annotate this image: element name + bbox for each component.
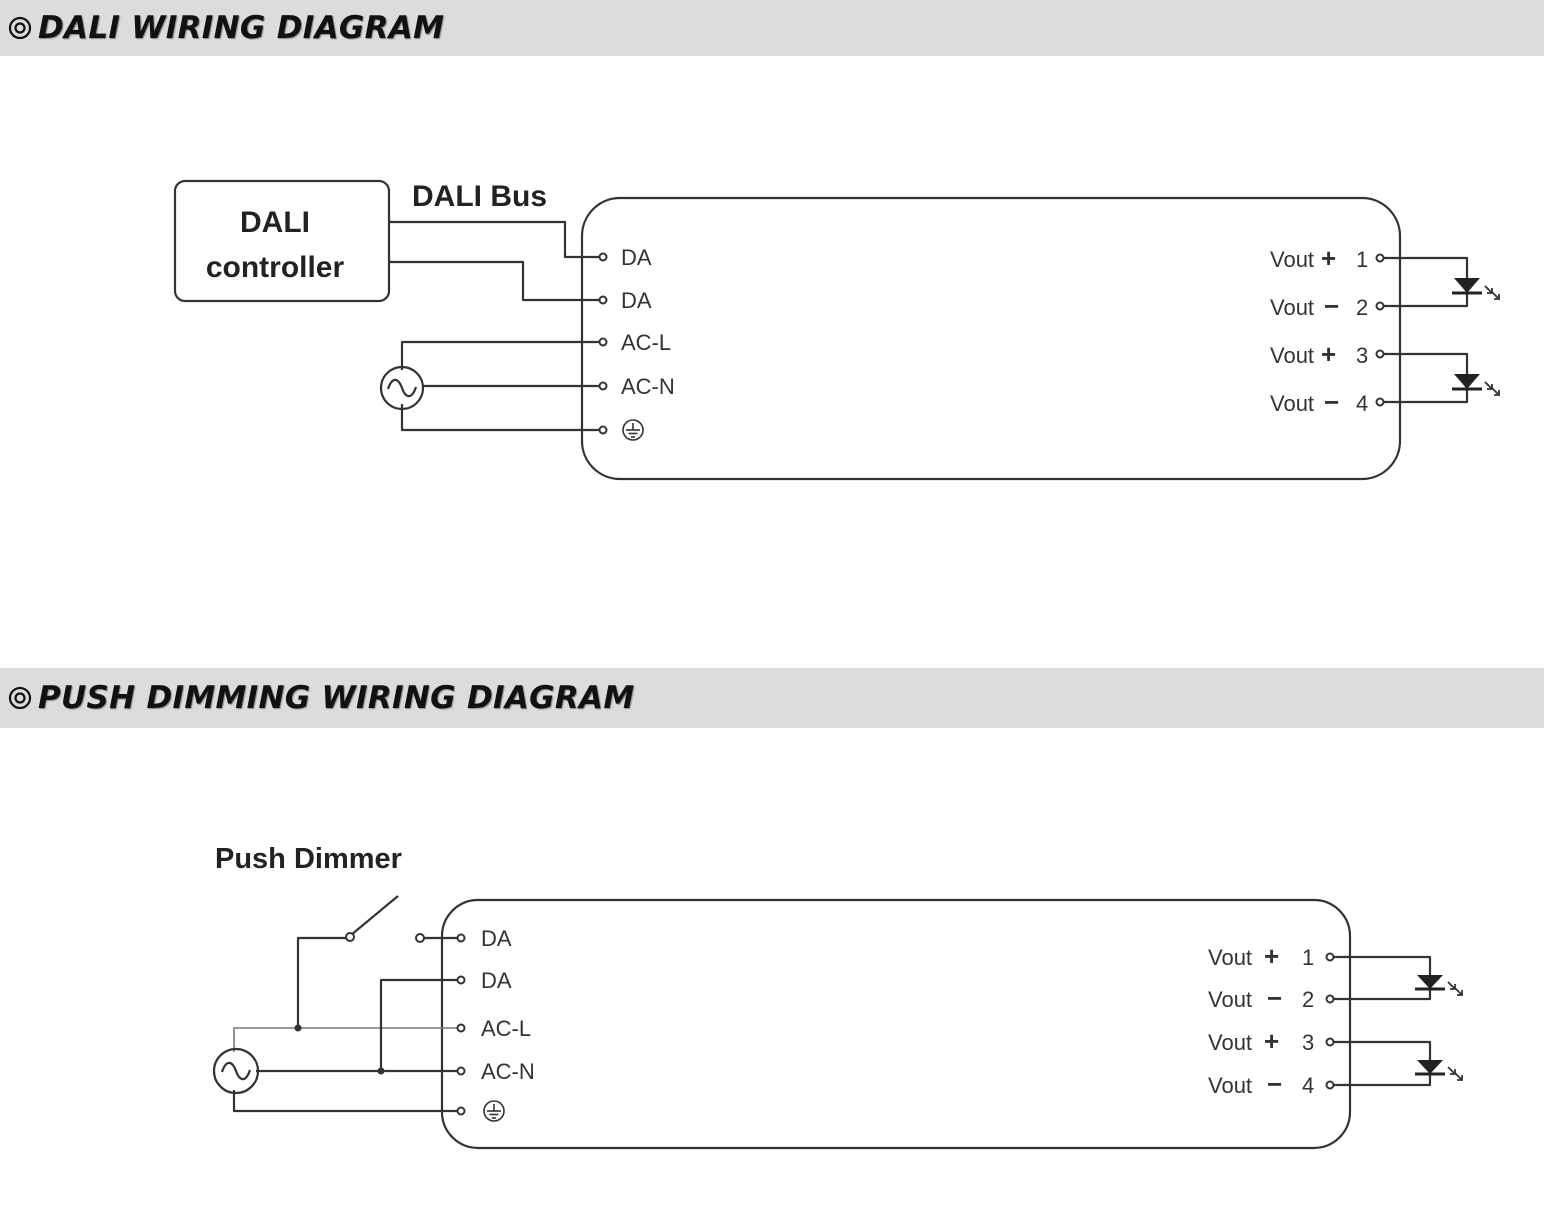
led-icon (1415, 975, 1463, 996)
output-num: 1 (1302, 945, 1314, 970)
controller-line2: controller (206, 251, 345, 284)
dali-wiring-diagram: DALI controller DALI Bus DA DA AC-L AC-N… (173, 179, 1500, 481)
output-num: 3 (1356, 343, 1368, 368)
driver-box (580, 196, 1402, 481)
output-label: Vout (1270, 391, 1314, 416)
section-title: DALI WIRING DIAGRAM (38, 10, 445, 46)
led-icon (1452, 374, 1500, 396)
terminal-label: DA (481, 968, 512, 993)
terminal-label: DA (621, 245, 652, 270)
driver-box (440, 898, 1352, 1150)
led-icon (1452, 278, 1500, 300)
terminal-label: AC-L (621, 330, 671, 355)
output-sign: − (1324, 387, 1339, 417)
section-header-push-dimming: PUSH DIMMING WIRING DIAGRAM (0, 668, 1544, 728)
section-header-dali: DALI WIRING DIAGRAM (0, 0, 1544, 56)
output-label: Vout (1208, 987, 1252, 1012)
output-sign: + (1321, 243, 1336, 273)
controller-line1: DALI (240, 206, 310, 239)
bullet-circle-icon (8, 686, 32, 710)
output-sign: − (1267, 983, 1282, 1013)
output-label: Vout (1208, 1073, 1252, 1098)
terminal-label: AC-N (621, 374, 675, 399)
output-label: Vout (1208, 945, 1252, 970)
output-sign: + (1321, 339, 1336, 369)
ac-source-icon (212, 1047, 260, 1095)
output-num: 3 (1302, 1030, 1314, 1055)
push-dimmer-label: Push Dimmer (215, 843, 402, 875)
dali-controller-box (173, 179, 391, 303)
output-label: Vout (1270, 247, 1314, 272)
output-num: 4 (1302, 1073, 1314, 1098)
output-num: 2 (1356, 295, 1368, 320)
output-label: Vout (1270, 343, 1314, 368)
output-num: 4 (1356, 391, 1368, 416)
output-label: Vout (1208, 1030, 1252, 1055)
ground-icon (483, 1100, 505, 1122)
output-sign: + (1264, 1026, 1279, 1056)
output-num: 2 (1302, 987, 1314, 1012)
output-num: 1 (1356, 247, 1368, 272)
output-sign: + (1264, 941, 1279, 971)
terminal-label: AC-N (481, 1059, 535, 1084)
terminal-label: DA (481, 926, 512, 951)
ground-icon (622, 419, 644, 441)
section-title: PUSH DIMMING WIRING DIAGRAM (38, 680, 635, 716)
led-icon (1415, 1060, 1463, 1081)
ac-source-icon (379, 365, 425, 411)
push-dimming-wiring-diagram: Push Dimmer DA DA AC-L AC-N Vout + 1 Vou… (212, 843, 1463, 1150)
bullet-circle-icon (8, 16, 32, 40)
terminal-label: AC-L (481, 1016, 531, 1041)
output-sign: − (1267, 1069, 1282, 1099)
dali-bus-label: DALI Bus (412, 180, 547, 213)
output-sign: − (1324, 291, 1339, 321)
output-label: Vout (1270, 295, 1314, 320)
switch-icon (345, 932, 425, 943)
terminal-label: DA (621, 288, 652, 313)
